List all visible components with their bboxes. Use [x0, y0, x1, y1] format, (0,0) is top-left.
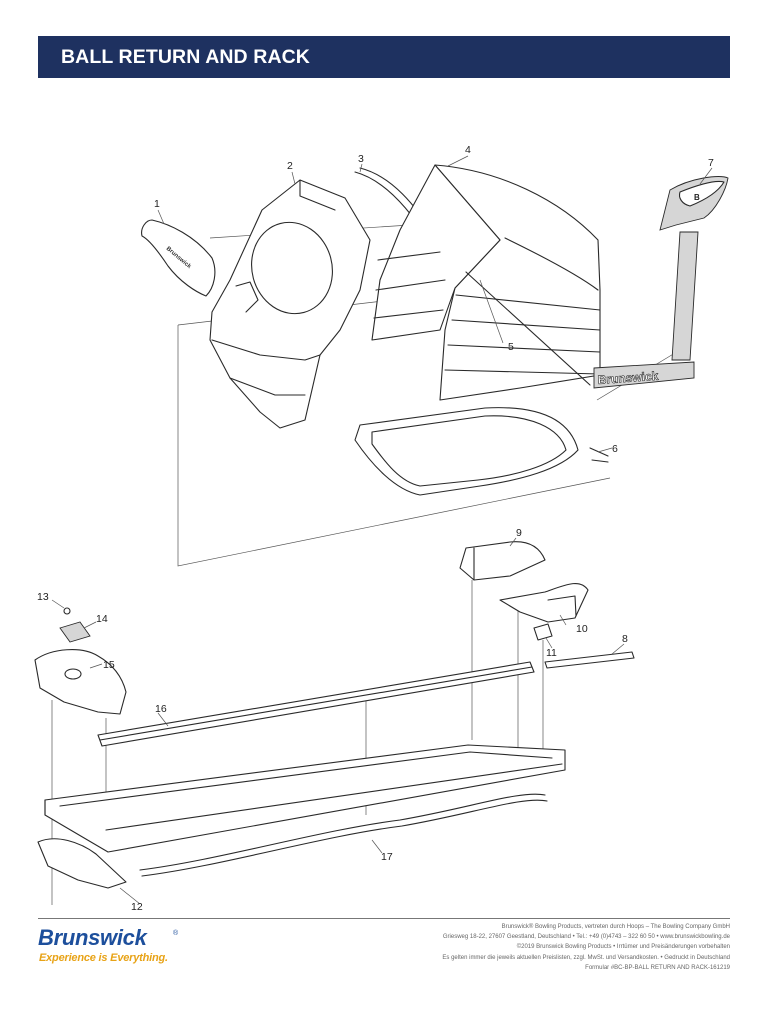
callout-4: 4	[465, 144, 471, 156]
callout-numbers: 1 2 3 4 5 6 7 8 9 10 11 12 13 14 15 16 1…	[37, 144, 714, 913]
footer-legal-text: Brunswick® Bowling Products, vertreten d…	[310, 922, 730, 973]
callout-9: 9	[516, 527, 522, 539]
footer-line-company: Brunswick® Bowling Products, vertreten d…	[501, 924, 730, 930]
callout-17: 17	[381, 851, 393, 863]
part-5-brunswick-text: Brunswick	[597, 369, 659, 387]
part-11-clip	[533, 623, 553, 641]
callout-14: 14	[96, 613, 108, 625]
part-17-hose	[139, 793, 548, 877]
part-12-lower-cap	[37, 838, 127, 889]
callout-6: 6	[612, 443, 618, 455]
logo-tagline: Experience is Everything.	[39, 952, 168, 964]
part-10-bracket	[499, 582, 589, 623]
part-14-plate	[59, 621, 91, 643]
logo-registered-mark: ®	[173, 930, 179, 937]
callout-3: 3	[358, 153, 364, 165]
callout-5: 5	[508, 341, 514, 353]
part-1-front-cap: Brunswick	[141, 219, 216, 297]
callout-1: 1	[154, 198, 160, 210]
part-6-tray-frame	[354, 407, 609, 496]
footer-line-form-number: Formular #BC-BP-BALL RETURN AND RACK-161…	[585, 964, 730, 971]
callout-13: 13	[37, 591, 49, 603]
part-4-hood-body	[371, 164, 601, 401]
callout-15: 15	[103, 659, 115, 671]
callout-10: 10	[576, 623, 588, 635]
brunswick-logo: Brunswick ® Experience is Everything.	[38, 925, 188, 970]
part-15-end-cap	[34, 649, 127, 715]
part-9-bracket	[459, 541, 546, 581]
footer-line-copyright: ©2019 Brunswick Bowling Products • Irrtü…	[516, 944, 730, 951]
part-13-screw	[63, 607, 71, 615]
logo-wordmark: Brunswick	[38, 925, 147, 950]
callout-16: 16	[155, 703, 167, 715]
callout-2: 2	[287, 160, 293, 172]
callout-leaders	[51, 155, 713, 905]
callout-8: 8	[622, 633, 628, 645]
part-5-nameplate: Brunswick	[593, 361, 695, 389]
footer-line-address: Griesweg 18-22, 27607 Geestland, Deutsch…	[442, 934, 730, 941]
callout-11: 11	[546, 647, 557, 659]
footer-divider	[38, 918, 730, 919]
page-title: BALL RETURN AND RACK	[61, 45, 310, 68]
part-7-emblem: B	[659, 176, 729, 361]
callout-7: 7	[708, 157, 714, 169]
part-8-rod	[544, 651, 635, 669]
title-bar: BALL RETURN AND RACK	[38, 36, 730, 78]
rack-base	[44, 744, 566, 853]
callout-12: 12	[131, 901, 143, 913]
part-16-rail	[97, 661, 535, 747]
footer-line-pricing: Es gelten immer die jeweils aktuellen Pr…	[442, 954, 730, 961]
part-2-hood-front	[209, 179, 371, 429]
part-7-emblem-letter: B	[694, 193, 700, 202]
